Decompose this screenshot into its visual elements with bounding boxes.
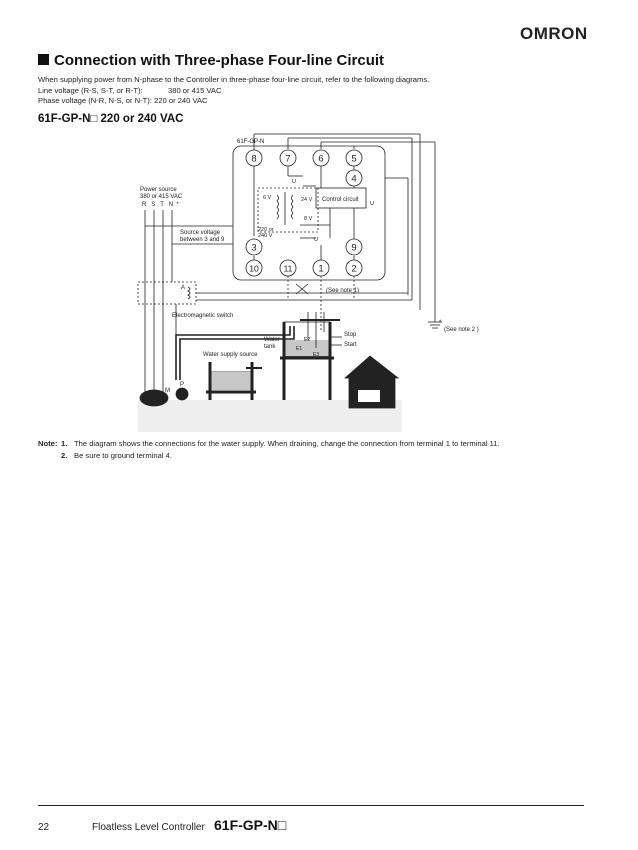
note-number: 2.: [61, 451, 68, 460]
terminal-9: [345, 238, 363, 256]
u-label-bottom: U: [314, 237, 318, 243]
terminal-label-10: 10: [249, 264, 259, 274]
phase-voltage-row: Phase voltage (N-R, N-S, or N-T): 220 or…: [38, 96, 429, 107]
water-tank-label: Water: [264, 337, 280, 343]
see-note-1: (See note 1): [326, 288, 359, 294]
phase-voltage-value: 220 or 240 VAC: [154, 96, 208, 105]
terminal-label-3: 3: [251, 243, 256, 254]
terminal-5: [345, 149, 363, 167]
page-number: 22: [38, 822, 50, 833]
intro-text: When supplying power from N-phase to the…: [38, 75, 429, 107]
terminal-10: [245, 259, 263, 277]
electromagnetic-switch-box: [137, 281, 197, 305]
terminal-8: [245, 149, 263, 167]
source-voltage-label: Source voltage: [180, 230, 221, 236]
terminal-2: [345, 259, 363, 277]
transformer-outline: [257, 187, 319, 233]
omron-logo: OMRON: [520, 24, 588, 43]
water-tank-label-2: tank: [264, 344, 276, 350]
terminal-label-1: 1: [318, 264, 323, 275]
voltage-6v: 6 V: [263, 195, 272, 201]
coil-24v: [291, 194, 294, 220]
terminal-label-8: 8: [251, 154, 256, 165]
controller-label: 61F-GP-N: [237, 139, 264, 145]
terminal-label-11: 11: [284, 264, 293, 274]
line-voltage-value: 380 or 415 VAC: [168, 85, 222, 95]
voltage-220-line2: 240 V: [258, 233, 273, 239]
power-source-phases: R S T N *: [142, 202, 179, 208]
terminal-3: [245, 238, 263, 256]
terminal-1: [312, 259, 330, 277]
terminal-label-2: 2: [351, 264, 356, 275]
electrode-e2: E2: [304, 337, 310, 343]
terminal-6: [312, 149, 330, 167]
voltage-220-line1: 220 or: [258, 227, 274, 233]
power-source-voltage: 380 or 415 VAC: [140, 194, 183, 200]
section-title-text: Connection with Three-phase Four-line Ci…: [54, 52, 385, 69]
note-text: Be sure to ground terminal 4.: [74, 451, 172, 460]
intro-line: When supplying power from N-phase to the…: [38, 75, 430, 84]
phase-voltage-label: Phase voltage (N-R, N-S, or N-T):: [38, 96, 152, 105]
pump-label: P: [180, 382, 184, 388]
electromagnetic-switch-label: Electromagnetic switch: [172, 313, 233, 319]
line-voltage-label: Line voltage (R-S, S-T, or R-T):: [38, 85, 143, 95]
motor: [139, 389, 169, 407]
u-label-right: U: [370, 201, 374, 207]
terminal-label-7: 7: [285, 154, 290, 165]
footer-model: 61F-GP-N□: [214, 817, 287, 833]
voltage-8v: 8 V: [304, 216, 313, 222]
note-number: 1.: [61, 439, 68, 448]
electrode-e3: E3: [313, 352, 319, 358]
terminal-label-4: 4: [351, 174, 356, 185]
footer-title: Floatless Level Controller: [92, 822, 205, 833]
notes: Note:1. The diagram shows the connections…: [38, 438, 500, 462]
line-voltage-row: Line voltage (R-S, S-T, or R-T): 380 or …: [38, 86, 429, 97]
terminal-label-5: 5: [351, 154, 356, 165]
start-label: Start: [344, 342, 357, 348]
control-circuit-box: [315, 187, 367, 209]
controller-box: [232, 145, 386, 281]
note-text: The diagram shows the connections for th…: [74, 439, 500, 448]
ground-star: *: [439, 320, 442, 326]
voltage-24v: 24 V: [301, 197, 313, 203]
terminal-label-6: 6: [318, 154, 323, 165]
terminal-4: [345, 169, 363, 187]
contactor-label: A: [181, 285, 185, 291]
note-label: Note:: [38, 439, 58, 448]
note-2: 2. Be sure to ground terminal 4.: [38, 450, 500, 462]
note-1: Note:1. The diagram shows the connections…: [38, 438, 500, 450]
section-title: Connection with Three-phase Four-line Ci…: [38, 52, 384, 69]
motor-label: M: [165, 388, 170, 394]
power-source-label: Power source: [140, 187, 177, 193]
wiring-diagram: 8 7 6 5 4 3 9 10 11 1 2 61F-GP-N Power s…: [137, 133, 479, 432]
source-voltage-terminals: between 3 and 9: [180, 237, 225, 243]
terminal-11: [279, 259, 297, 277]
stop-label: Stop: [344, 332, 357, 338]
model-heading: 61F-GP-N□ 220 or 240 VAC: [38, 113, 184, 125]
pump-house-roof: [343, 355, 400, 379]
square-bullet-icon: [38, 54, 49, 65]
terminal-label-9: 9: [351, 243, 356, 254]
water-supply-source-label: Water supply source: [203, 352, 258, 358]
see-note-2: (See note 2 ): [444, 327, 479, 333]
control-circuit-label: Control circuit: [322, 197, 359, 203]
footer-rule: [38, 805, 584, 806]
electrode-e1: E1: [296, 346, 302, 352]
u-label-top: U: [292, 179, 296, 185]
pump: [175, 387, 189, 401]
terminal-7: [279, 149, 297, 167]
coil-6v: [276, 194, 279, 220]
